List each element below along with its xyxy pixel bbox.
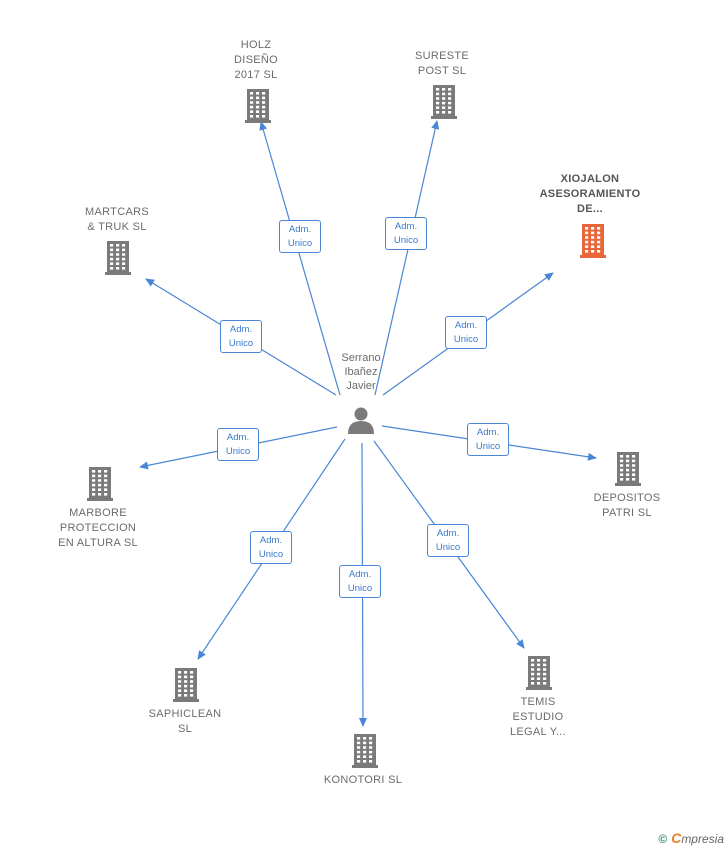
building-icon[interactable] [580,224,606,258]
relation-badge-text: Adm. [259,535,283,546]
relation-badge-text: Unico [393,235,419,246]
relation-badge-text: Adm. [226,432,250,443]
relation-badge-holz[interactable]: Adm. Unico [279,220,321,253]
company-label-line: & TRUK SL [87,221,147,233]
relation-badge-text: Unico [475,441,501,452]
edge-holz [259,121,341,396]
company-label-line: DE... [577,203,603,215]
company-label-line: SAPHICLEAN [148,708,222,720]
person-name-line: Javier [346,380,376,392]
company-label-line: TEMIS [520,696,556,708]
footer-brand: ©Cmpresia [658,830,724,846]
company-label-line: DISEÑO [234,54,278,66]
relation-badge-text: Unico [225,446,251,457]
company-label-konotori[interactable]: KONOTORI SL [308,773,418,788]
relation-badge-xiojalon[interactable]: Adm. Unico [445,316,487,349]
relation-badge-text: Adm. [454,320,478,331]
building-icon[interactable] [352,734,378,768]
company-label-line: MARBORE [69,507,127,519]
company-label-line: PATRI SL [602,507,652,519]
company-label-temis[interactable]: TEMIS ESTUDIO LEGAL Y... [483,695,593,740]
relation-badge-text: Unico [453,334,479,345]
company-label-line: SURESTE [414,50,470,62]
relation-badge-temis[interactable]: Adm. Unico [427,524,469,557]
relation-badge-marbore[interactable]: Adm. Unico [217,428,259,461]
building-icon[interactable] [173,668,199,702]
company-label-depositos[interactable]: DEPOSITOS PATRI SL [572,491,682,521]
relation-badge-text: Unico [435,542,461,553]
relation-badge-text: Unico [258,549,284,560]
company-label-line: DEPOSITOS [593,492,661,504]
building-icon[interactable] [526,656,552,690]
brand-name: mpresia [681,832,724,846]
company-label-line: ESTUDIO [512,711,564,723]
company-label-holz[interactable]: HOLZ DISEÑO 2017 SL [201,38,311,83]
relation-badge-text: Adm. [394,221,418,232]
relation-badge-text: Adm. [288,224,312,235]
relation-badge-konotori[interactable]: Adm. Unico [339,565,381,598]
relation-badge-text: Unico [347,583,373,594]
relation-badge-martcars[interactable]: Adm. Unico [220,320,262,353]
company-label-line: EN ALTURA SL [58,537,138,549]
company-label-sureste[interactable]: SURESTE POST SL [387,49,497,79]
company-label-line: ASESORAMIENTO [539,188,641,200]
edge-sureste [374,120,440,396]
relation-badge-text: Adm. [229,324,253,335]
person-icon [348,407,374,434]
company-label-line: SL [177,723,193,735]
building-icon[interactable] [615,452,641,486]
relation-badge-text: Adm. [476,427,500,438]
relation-badge-text: Adm. [348,569,372,580]
company-label-line: XIOJALON [560,173,620,185]
building-icon[interactable] [431,85,457,119]
relation-badge-saphiclean[interactable]: Adm. Unico [250,531,292,564]
relation-badge-depositos[interactable]: Adm. Unico [467,423,509,456]
person-name-line: Serrano [341,352,381,364]
company-label-marbore[interactable]: MARBORE PROTECCION EN ALTURA SL [33,506,163,551]
building-icon[interactable] [105,241,131,275]
company-label-line: KONOTORI SL [323,774,403,786]
brand-logo-initial: C [671,830,682,846]
person-name[interactable]: Serrano Ibañez Javier [322,351,400,393]
company-label-line: POST SL [417,65,467,77]
building-icon[interactable] [87,467,113,501]
copyright-symbol: © [658,832,668,846]
company-label-martcars[interactable]: MARTCARS & TRUK SL [62,205,172,235]
building-icon[interactable] [245,89,271,123]
company-label-line: MARTCARS [85,206,149,218]
company-label-line: HOLZ [240,39,272,51]
relation-badge-text: Unico [228,338,254,349]
relation-badge-text: Unico [287,238,313,249]
person-name-line: Ibañez [344,366,378,378]
relation-badge-text: Adm. [436,528,460,539]
company-label-line: PROTECCION [59,522,137,534]
company-label-saphiclean[interactable]: SAPHICLEAN SL [130,707,240,737]
company-label-line: LEGAL Y... [509,726,566,738]
company-label-line: 2017 SL [234,69,278,81]
relation-badge-sureste[interactable]: Adm. Unico [385,217,427,250]
company-label-xiojalon[interactable]: XIOJALON ASESORAMIENTO DE... [520,172,660,217]
